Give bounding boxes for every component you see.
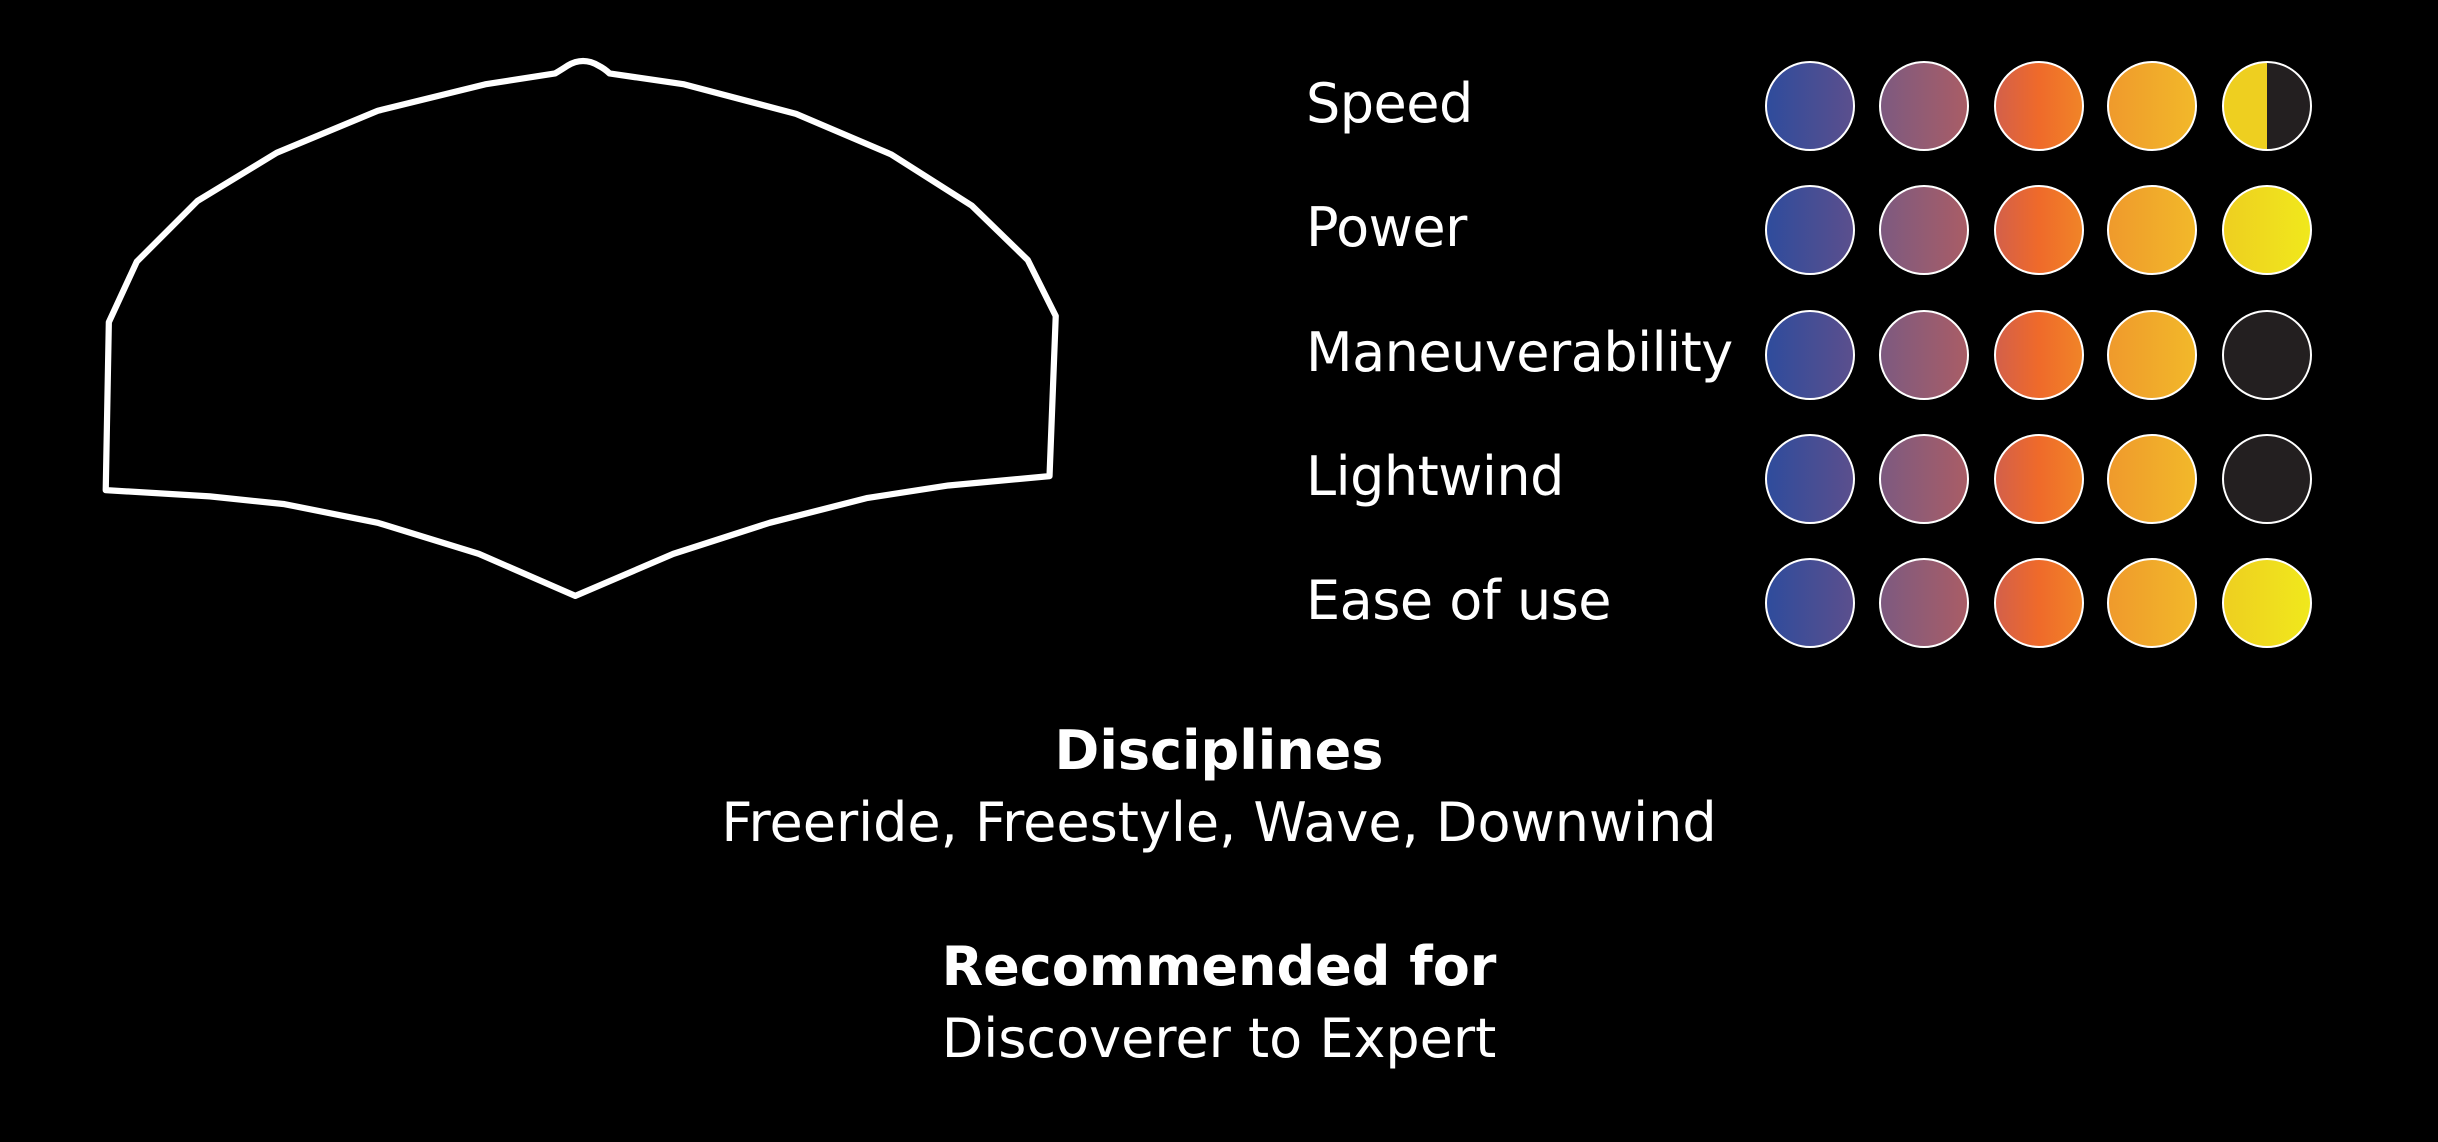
rating-dot <box>1994 434 2084 524</box>
rating-label-power: Power <box>1306 196 1467 259</box>
rating-dot <box>1765 61 1855 151</box>
rating-dot <box>1879 310 1969 400</box>
rating-dot <box>2222 185 2312 275</box>
recommended-text: Discoverer to Expert <box>941 1007 1497 1070</box>
rating-dot <box>1879 61 1969 151</box>
rating-dot <box>1994 61 2084 151</box>
rating-label-lightwind: Lightwind <box>1306 445 1564 508</box>
rating-dot <box>1879 185 1969 275</box>
rating-dot <box>1879 434 1969 524</box>
recommended-heading: Recommended for <box>941 935 1497 998</box>
rating-dot <box>1765 434 1855 524</box>
rating-dot <box>1994 558 2084 648</box>
rating-dot <box>2107 61 2197 151</box>
rating-label-ease-of-use: Ease of use <box>1306 569 1612 632</box>
rating-dot <box>2107 185 2197 275</box>
disciplines-heading: Disciplines <box>1054 719 1384 782</box>
rating-dot <box>1765 185 1855 275</box>
disciplines-text: Freeride, Freestyle, Wave, Downwind <box>721 791 1717 854</box>
rating-dot <box>1765 310 1855 400</box>
rating-label-speed: Speed <box>1306 72 1473 135</box>
rating-dot <box>1994 310 2084 400</box>
rating-dot <box>1994 185 2084 275</box>
rating-label-maneuverability: Maneuverability <box>1306 321 1733 384</box>
rating-dot <box>2222 434 2312 524</box>
rating-dot <box>2222 61 2312 151</box>
rating-dot <box>2107 558 2197 648</box>
rating-dot <box>1879 558 1969 648</box>
rating-dot <box>2107 310 2197 400</box>
rating-dot <box>2107 434 2197 524</box>
rating-dot <box>2222 558 2312 648</box>
rating-dot <box>1765 558 1855 648</box>
rating-dot <box>2222 310 2312 400</box>
